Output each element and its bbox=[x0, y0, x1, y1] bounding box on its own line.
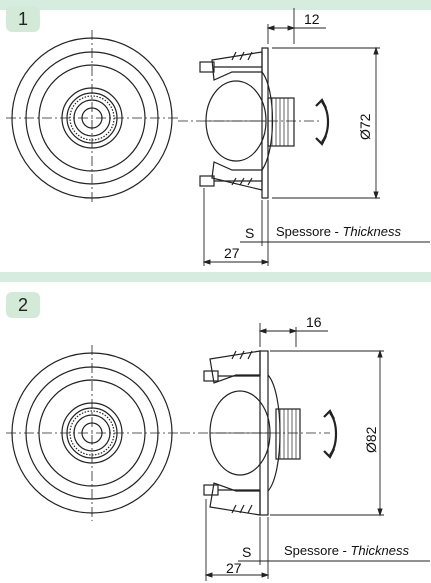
panel-2-thickness-label: Spessore - Thickness bbox=[284, 543, 410, 558]
panel-1-s-label: S bbox=[245, 225, 254, 241]
panel-1-side-view bbox=[178, 47, 330, 199]
separator-band-top bbox=[0, 0, 431, 10]
panel-1-thickness-italic: Thickness bbox=[342, 224, 401, 239]
panel-1-thickness-prefix: Spessore - bbox=[276, 224, 342, 239]
panel-2-front-view bbox=[6, 345, 180, 521]
panel-1-number-badge: 1 bbox=[6, 6, 40, 32]
panel-2-top-dimension: 16 bbox=[306, 314, 322, 330]
panel-2-thickness-italic: Thickness bbox=[350, 543, 409, 558]
panel-1-top-dimension: 12 bbox=[304, 11, 320, 27]
panel-1-bottom-dimension: 27 bbox=[224, 245, 240, 261]
panel-2-bottom-dimension: 27 bbox=[226, 560, 242, 576]
panel-2-drawing: 16 Ø82 S Spessore - Thickness 27 bbox=[6, 314, 430, 581]
panel-2-number-badge: 2 bbox=[6, 292, 40, 318]
panel-2-thickness-prefix: Spessore - bbox=[284, 543, 350, 558]
separator-band-middle bbox=[0, 272, 431, 282]
panel-1-thickness-label: Spessore - Thickness bbox=[276, 224, 402, 239]
panel-2-dimensions bbox=[204, 323, 430, 581]
panel-2-s-label: S bbox=[242, 544, 251, 560]
panel-1-drawing: 12 Ø72 S Spessore - Thickness 27 bbox=[6, 8, 430, 266]
panel-2-side-view bbox=[180, 350, 338, 516]
panel-1-front-view bbox=[6, 30, 178, 205]
panel-2-diameter-dimension: Ø82 bbox=[363, 426, 379, 453]
panel-1-diameter-dimension: Ø72 bbox=[357, 113, 373, 140]
panel-1-dimensions bbox=[202, 8, 430, 266]
